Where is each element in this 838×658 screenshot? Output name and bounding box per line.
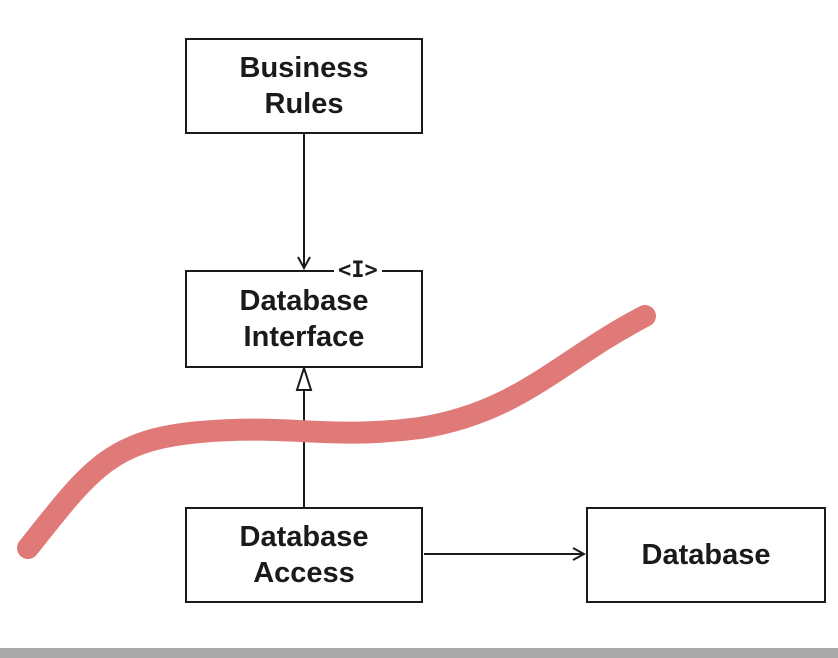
business-rules-box: Business Rules: [185, 38, 423, 134]
database-access-box: Database Access: [185, 507, 423, 603]
interface-stereotype-tag: <I>: [334, 257, 382, 285]
footer-bar: [0, 648, 838, 658]
database-label: Database: [641, 539, 771, 571]
business-rules-label: Business Rules: [239, 52, 369, 120]
database-access-label: Database Access: [239, 521, 369, 589]
implements-arrow-head: [295, 364, 313, 391]
database-box: Database: [586, 507, 826, 603]
database-interface-box: Database Interface: [185, 270, 423, 368]
architectural-boundary-line: [17, 305, 656, 559]
database-interface-label: Database Interface: [239, 285, 369, 353]
